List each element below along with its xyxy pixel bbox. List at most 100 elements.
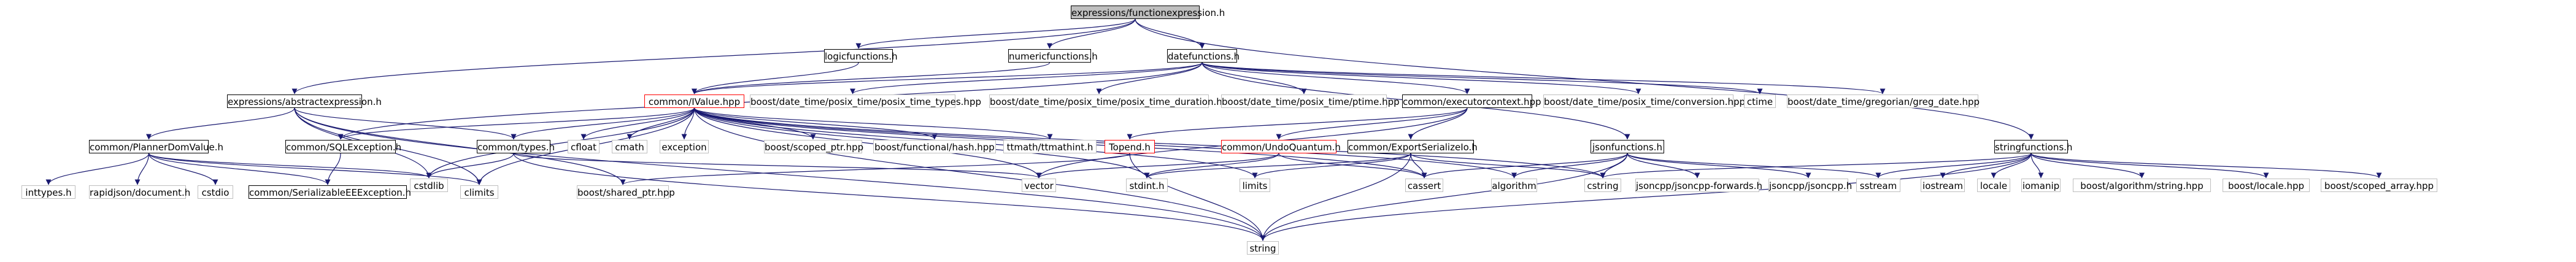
node-functional-hash[interactable]: boost/functional/hash.hpp [873,140,996,153]
edge-datefunctions-to-executorcontext [1201,62,1470,94]
node-cstdio[interactable]: cstdio [198,185,233,199]
edge-stringfunctions-to-algorithm_string [2030,153,2145,179]
edge-stringfunctions-to-string [1260,153,2032,241]
edge-plannerdomvalue-to-climits [148,153,482,185]
node-bd-ptime[interactable]: boost/date_time/posix_time/ptime.hpp [1221,94,1400,108]
edge-jsonfunctions-to-jsoncpp [1627,153,1811,179]
edge-ivalue-to-cstdlib [426,107,695,179]
node-shared-ptr[interactable]: boost/shared_ptr.hpp [577,185,675,199]
node-inttypes[interactable]: inttypes.h [21,185,75,199]
edge-ivalue-to-cmath [627,107,695,140]
node-iomanip[interactable]: iomanip [2021,179,2061,192]
node-climits[interactable]: climits [460,185,498,199]
edge-exportserializeio-to-stdint [1144,153,1411,179]
node-undoquantum[interactable]: common/UndoQuantum.h [1221,140,1341,153]
node-iostream[interactable]: iostream [1921,179,1965,192]
node-locale[interactable]: locale [1977,179,2010,192]
edge-sqlexception-to-serializableeeexception [325,153,341,185]
edge-executorcontext-to-topend [1127,107,1468,140]
node-bd-posix-time-duration[interactable]: boost/date_time/posix_time/posix_time_du… [989,94,1234,108]
node-scoped-array[interactable]: boost/scoped_array.hpp [2321,179,2437,192]
node-sqlexception[interactable]: common/SQLException.h [285,140,401,153]
node-algorithm-string[interactable]: boost/algorithm/string.hpp [2073,179,2211,192]
node-bd-greg-date[interactable]: boost/date_time/gregorian/greg_date.hpp [1787,94,1980,108]
edge-stringfunctions-to-scoped_array [2030,153,2382,179]
edge-stringfunctions-to-boost_locale [2030,153,2269,179]
node-cstdlib[interactable]: cstdlib [410,179,448,192]
edge-stringfunctions-to-locale [1991,153,2032,179]
edge-ivalue-to-types [511,107,695,140]
edge-jsonfunctions-to-algorithm [1511,153,1628,179]
node-exportserializeio[interactable]: common/ExportSerializeIo.h [1348,140,1478,153]
node-stdint[interactable]: stdint.h [1126,179,1168,192]
node-scoped-ptr[interactable]: boost/scoped_ptr.hpp [764,140,863,153]
node-abstractexpression[interactable]: expressions/abstractexpression.h [227,94,382,108]
edge-types-to-string [513,153,1266,241]
edge-jsonfunctions-to-cassert [1421,153,1628,179]
node-rapidjson-document[interactable]: rapidjson/document.h [89,185,190,199]
edge-datefunctions-to-bd_conversion [1201,62,1641,94]
node-serializableeeexception[interactable]: common/SerializableEEException.h [249,185,411,199]
node-cfloat[interactable]: cfloat [568,140,600,153]
node-jsoncpp[interactable]: jsoncpp/jsoncpp.h [1768,179,1852,192]
node-cmath[interactable]: cmath [612,140,647,153]
edge-abstractexpression-to-plannerdomvalue [146,107,295,140]
edge-numericfunctions-to-ivalue [692,62,1051,94]
edge-datefunctions-to-bd_ptime [1201,62,1307,94]
edge-topend-to-string [1129,153,1266,241]
edge-stringfunctions-to-sstream [1875,153,2032,179]
node-limits[interactable]: limits [1240,179,1270,192]
node-ivalue[interactable]: common/IValue.hpp [644,94,744,108]
edge-logicfunctions-to-ivalue [692,62,859,94]
node-ttmathint[interactable]: ttmath/ttmathint.h [1003,140,1097,153]
edge-plannerdomvalue-to-rapidjson_document [134,153,150,185]
node-stringfunctions[interactable]: stringfunctions.h [1994,140,2072,153]
node-bd-conversion[interactable]: boost/date_time/posix_time/conversion.hp… [1543,94,1745,108]
node-string[interactable]: string [1247,241,1279,255]
node-plannerdomvalue[interactable]: common/PlannerDomValue.h [89,140,223,153]
node-boost-locale[interactable]: boost/locale.hpp [2223,179,2310,192]
node-algorithm[interactable]: algorithm [1491,179,1537,192]
node-executorcontext[interactable]: common/executorcontext.hpp [1402,94,1541,108]
node-cassert[interactable]: cassert [1405,179,1443,192]
edge-exportserializeio-to-string [1260,153,1411,241]
edge-exportserializeio-to-cstring [1410,153,1606,179]
node-logicfunctions[interactable]: logicfunctions.h [824,49,898,63]
node-cstring[interactable]: cstring [1584,179,1621,192]
node-topend[interactable]: Topend.h [1105,140,1155,153]
node-bd-posix-time-types[interactable]: boost/date_time/posix_time/posix_time_ty… [750,94,981,108]
edge-plannerdomvalue-to-cstdlib [148,153,432,179]
include-edges [45,18,2382,241]
edge-functionexpression-to-abstractexpression [291,18,1136,94]
edge-jsonfunctions-to-sstream [1627,153,1881,179]
node-types[interactable]: common/types.h [477,140,555,153]
edge-jsonfunctions-to-jsoncpp_forwards [1627,153,1700,179]
node-ctime[interactable]: ctime [1744,94,1776,108]
edge-stringfunctions-to-iomanip [2030,153,2044,179]
edge-ivalue-to-string [693,107,1266,241]
edge-datefunctions-to-bd_posix_time_types [850,62,1203,94]
node-datefunctions[interactable]: datefunctions.h [1167,49,1240,63]
edge-executorcontext-to-undoquantum [1276,107,1468,140]
node-jsoncpp-forwards[interactable]: jsoncpp/jsoncpp-forwards.h [1635,179,1762,192]
node-sstream[interactable]: sstream [1856,179,1900,192]
edge-ivalue-to-cfloat [580,107,695,140]
edge-executorcontext-to-exportserializeio [1408,107,1468,140]
edge-datefunctions-to-ctime [1201,62,1763,94]
node-vector[interactable]: vector [1022,179,1056,192]
edge-functionexpression-to-logicfunctions [855,18,1136,49]
edge-plannerdomvalue-to-inttypes [45,153,150,185]
edge-datefunctions-to-bd_greg_date [1201,62,1886,94]
edge-functionexpression-to-datefunctions [1135,18,1205,49]
edge-ivalue-to-vector [693,107,1042,179]
node-exception[interactable]: exception [660,140,709,153]
edge-plannerdomvalue-to-cstdio [148,153,218,185]
edge-datefunctions-to-bd_posix_time_duration [1096,62,1203,94]
edge-abstractexpression-to-string [294,107,1266,241]
node-numericfunctions[interactable]: numericfunctions.h [1008,49,1098,63]
node-jsonfunctions[interactable]: jsonfunctions.h [1591,140,1664,153]
edge-abstractexpression-to-types [294,107,517,140]
edge-types-to-vector [513,153,1042,179]
edge-undoquantum-to-cassert [1278,153,1427,179]
